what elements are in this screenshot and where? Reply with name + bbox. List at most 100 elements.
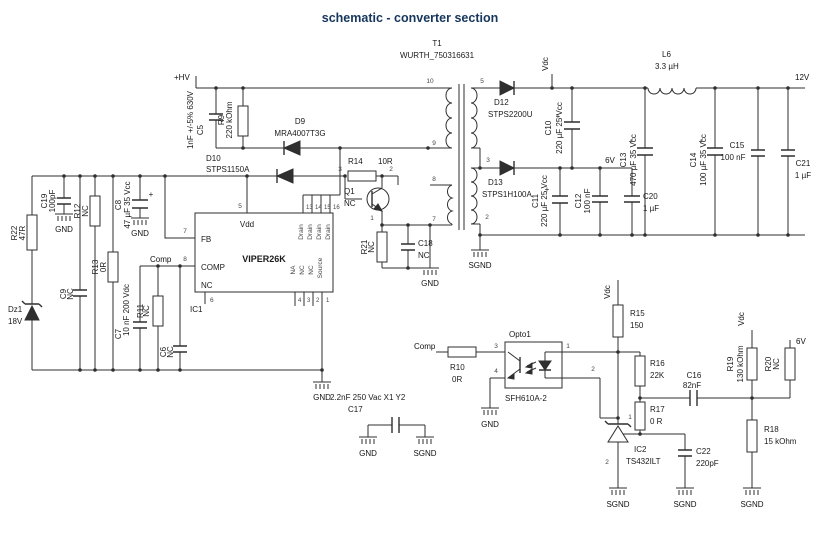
diode-d10-symbol [275, 168, 294, 184]
net-labels: +HV 12V 6V 6V Vdc Vdc Vdc Comp Comp GND … [55, 57, 810, 509]
r11-value: NC [142, 305, 151, 317]
c14-value: 100 µF 35 Vcc [699, 134, 708, 186]
ic1-part-name: VIPER26K [242, 254, 286, 264]
junction-dots [62, 86, 790, 436]
ic1-pin-nc: NC [201, 281, 213, 290]
ic1-body [194, 212, 334, 293]
c15-value: 100 nF [721, 153, 746, 162]
c6-ref: C6 [159, 346, 168, 357]
r11-ref: R11 [136, 303, 145, 318]
resistor-r12-symbol [89, 195, 101, 227]
c10-ref: C10 [544, 120, 553, 135]
v6-net-label-1: 6V [605, 156, 615, 165]
opto1-part: SFH610A-2 [505, 394, 547, 403]
resistor-r21-symbol [376, 231, 388, 263]
r15-value: 150 [630, 321, 644, 330]
d12-value: STPS2200U [488, 110, 533, 119]
ic1-pin-vdd: Vdd [240, 220, 254, 229]
opto-pinno-1: 1 [566, 343, 570, 350]
c8-ref: C8 [114, 199, 123, 210]
c17-value: 2.2nF 250 Vac X1 Y2 [330, 393, 406, 402]
r22-value: 47R [18, 225, 27, 240]
ic1-pin-drain-4: Drain [325, 224, 332, 240]
ic1-pinno-5: 5 [238, 203, 242, 210]
r14-ref: R14 [348, 157, 363, 166]
c16-ref: C16 [687, 371, 702, 380]
resistor-r13-symbol [107, 251, 119, 283]
gnd-symbol-c8 [130, 217, 150, 226]
c12-value: 100 nF [583, 188, 592, 213]
ic2-part: TS432ILT [626, 457, 661, 466]
r22-ref: R22 [10, 225, 19, 240]
sgnd-label-ic2: SGND [606, 500, 629, 509]
d13-ref: D13 [488, 178, 503, 187]
wires-left-ladder [21, 175, 322, 371]
diode-d12-symbol [499, 80, 516, 96]
r10-ref: R10 [450, 363, 465, 372]
comp-net-label-1: Comp [150, 255, 172, 264]
opto-arrow-2 [524, 368, 533, 375]
c10-value: 220 µF 25 Vcc [555, 102, 564, 154]
c6-value: NC [166, 346, 175, 358]
ic2-ref: IC2 [634, 445, 647, 454]
c17-ref: C17 [348, 405, 363, 414]
r19-ref: R19 [726, 356, 735, 371]
wires-transformer [430, 84, 481, 250]
sgnd-symbol-c17 [415, 436, 435, 445]
c16-value: 82nF [683, 381, 701, 390]
c20-ref: C20 [643, 192, 658, 201]
component-labels: 1nF +/-5% 630V C5 R9 220 kOhm D9 MRA4007… [8, 39, 811, 468]
gnd-symbol-opto [480, 407, 500, 416]
zener-dz1-symbol [24, 304, 40, 321]
r15-ref: R15 [630, 309, 645, 318]
ic1-pinno-13: 13 [306, 205, 313, 211]
c7-ref: C7 [114, 328, 123, 339]
resistor-r14-symbol [347, 170, 377, 182]
transformer-t1-symbol [430, 84, 481, 250]
dz1-ref: Dz1 [8, 305, 23, 314]
t1-pinno-10: 10 [426, 78, 434, 85]
q1-ref: Q1 [344, 187, 355, 196]
r18-value: 15 kOhm [764, 437, 797, 446]
c14-ref: C14 [689, 152, 698, 167]
ic1-pin-nc-b2: NC [308, 265, 315, 275]
vdc-net-label-3: Vdc [737, 312, 746, 326]
c8-value: 47 µF 35 Vcc [123, 181, 132, 228]
c11-polarity: + [545, 185, 550, 194]
opto-arrow-1 [524, 362, 533, 369]
gnd-symbol-source [312, 381, 332, 390]
opto-pinno-2: 2 [591, 366, 595, 373]
wires-viper [194, 148, 399, 382]
q1-emitter-arrow [373, 203, 384, 212]
v6-net-label-2: 6V [796, 337, 806, 346]
d12-ref: D12 [494, 98, 509, 107]
ic1-pinno-14: 14 [315, 205, 322, 211]
resistor-r16-symbol [634, 355, 646, 387]
t1-part: WURTH_750316631 [400, 51, 475, 60]
dz1-value: 18V [8, 317, 23, 326]
d9-value: MRA4007T3G [274, 129, 325, 138]
opto1-ref: Opto1 [509, 330, 531, 339]
c7-value: 10 nF 200 Vdc [122, 284, 131, 336]
sgnd-label-c22: SGND [673, 500, 696, 509]
ic1-pin-drain-2: Drain [307, 224, 314, 240]
c21-ref: C21 [796, 159, 811, 168]
resistor-r22-symbol [26, 214, 38, 251]
r16-ref: R16 [650, 359, 665, 368]
sgnd-symbol-c22 [675, 487, 695, 496]
ic1-pin-nc-b1: NC [299, 265, 306, 275]
ic1-pin-drain-3: Drain [316, 224, 323, 240]
opto-pinno-3: 3 [494, 343, 498, 350]
ic1-pinno-3: 3 [307, 298, 311, 304]
t1-pinno-5: 5 [480, 78, 484, 85]
resistor-r18-symbol [746, 419, 758, 453]
r18-ref: R18 [764, 425, 779, 434]
ic1-pin-fb: FB [201, 235, 211, 244]
ic1-pinno-7: 7 [183, 228, 187, 235]
gnd-symbol-c19 [54, 213, 74, 222]
ic2-symbol [607, 425, 629, 443]
c13-value: 470 µF 35 Vcc [629, 134, 638, 186]
gnd-symbol-aux [420, 267, 440, 276]
l6-value: 3.3 µH [655, 62, 679, 71]
